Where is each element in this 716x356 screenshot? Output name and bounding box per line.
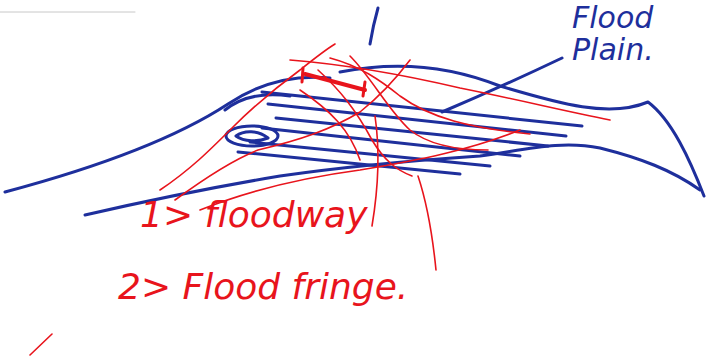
region-label: Flood Plain. xyxy=(572,2,708,65)
ink-stroke xyxy=(30,334,52,355)
page-edge xyxy=(0,12,135,13)
river-line xyxy=(262,128,520,156)
river-line xyxy=(238,152,460,174)
ink-stroke xyxy=(370,8,378,44)
floodway-width-mark xyxy=(302,68,365,96)
leader-line xyxy=(372,116,378,226)
floodway-hatch xyxy=(350,56,488,150)
floodway-hatch xyxy=(300,90,360,160)
river-line xyxy=(250,142,490,166)
left-bank xyxy=(225,95,290,110)
fringe-boundary xyxy=(160,44,335,190)
floodway-marking xyxy=(30,44,610,355)
leader-line xyxy=(442,58,562,112)
river-source xyxy=(236,132,268,141)
zone-label: 1> floodway xyxy=(140,196,390,234)
floodway-hatch xyxy=(330,58,530,134)
floodway-width-mark xyxy=(305,74,365,90)
river-source xyxy=(226,126,278,146)
zone-label: 2> Flood fringe. xyxy=(118,268,490,306)
fringe-boundary xyxy=(175,60,410,200)
leader-line xyxy=(418,176,436,270)
